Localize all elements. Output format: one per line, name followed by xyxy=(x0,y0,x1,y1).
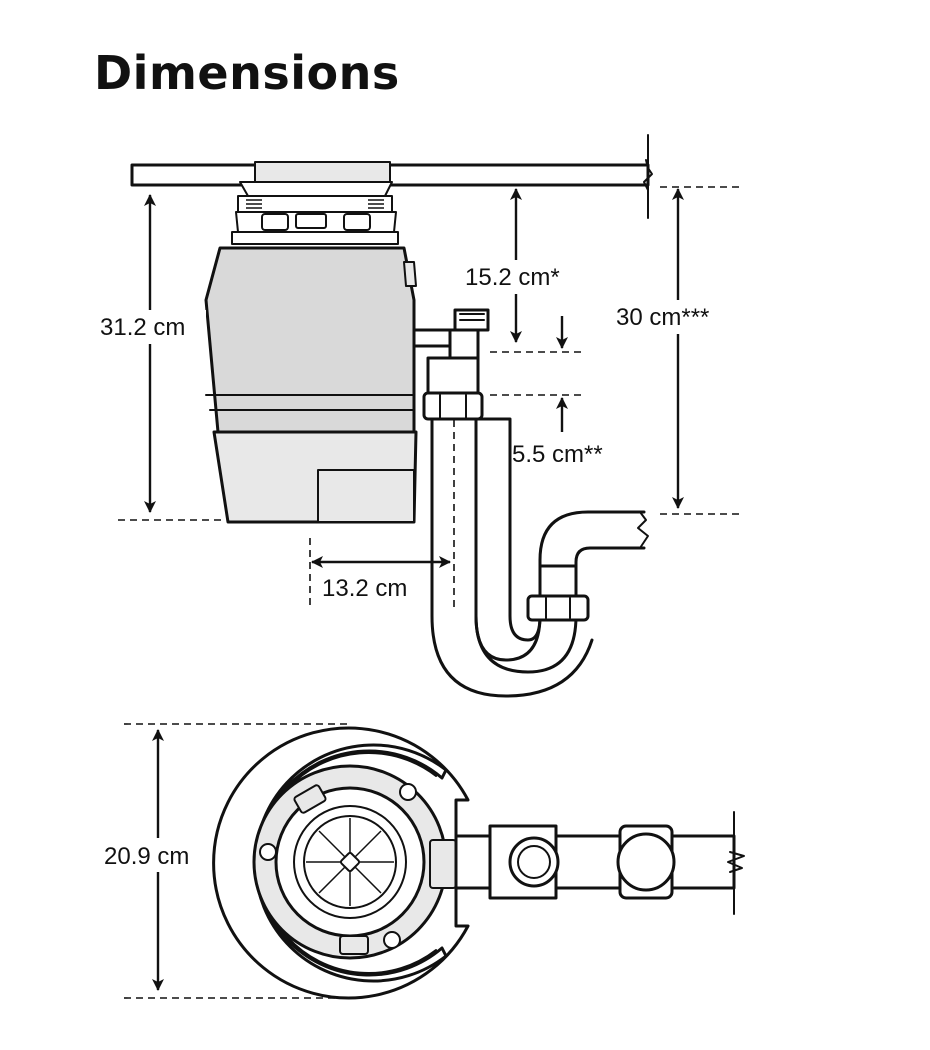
dimension-sink-to-drain: 30 cm*** xyxy=(612,186,744,515)
mounting-assembly xyxy=(231,161,399,245)
dim-label-inlet-offset: 5.5 cm** xyxy=(512,441,603,468)
dim-label-height-total: 31.2 cm xyxy=(100,314,185,341)
dimension-outlet-horizontal: 13.2 cm xyxy=(309,538,451,608)
discharge-tube xyxy=(412,308,490,398)
discharge-pipe-top xyxy=(454,811,745,915)
dimension-sink-to-inlet: 15.2 cm* xyxy=(462,188,582,353)
dim-label-sink-to-drain: 30 cm*** xyxy=(616,304,709,331)
dim-label-diameter: 20.9 cm xyxy=(104,843,189,870)
side-view: 31.2 cm 15.2 cm* 5.5 cm** 30 cm*** xyxy=(96,134,744,698)
disposer-top-housing xyxy=(212,726,470,1000)
dimension-height-total: 31.2 cm xyxy=(96,194,226,521)
dim-label-sink-to-inlet: 15.2 cm* xyxy=(465,264,560,291)
trap-assembly xyxy=(422,391,649,698)
dim-label-outlet-horizontal: 13.2 cm xyxy=(322,575,407,602)
top-view: 20.9 cm xyxy=(100,723,745,1000)
disposer-body xyxy=(204,246,418,524)
page-title: Dimensions xyxy=(94,46,400,100)
dimension-diameter: 20.9 cm xyxy=(100,723,350,999)
dimension-inlet-offset: 5.5 cm** xyxy=(490,316,603,468)
